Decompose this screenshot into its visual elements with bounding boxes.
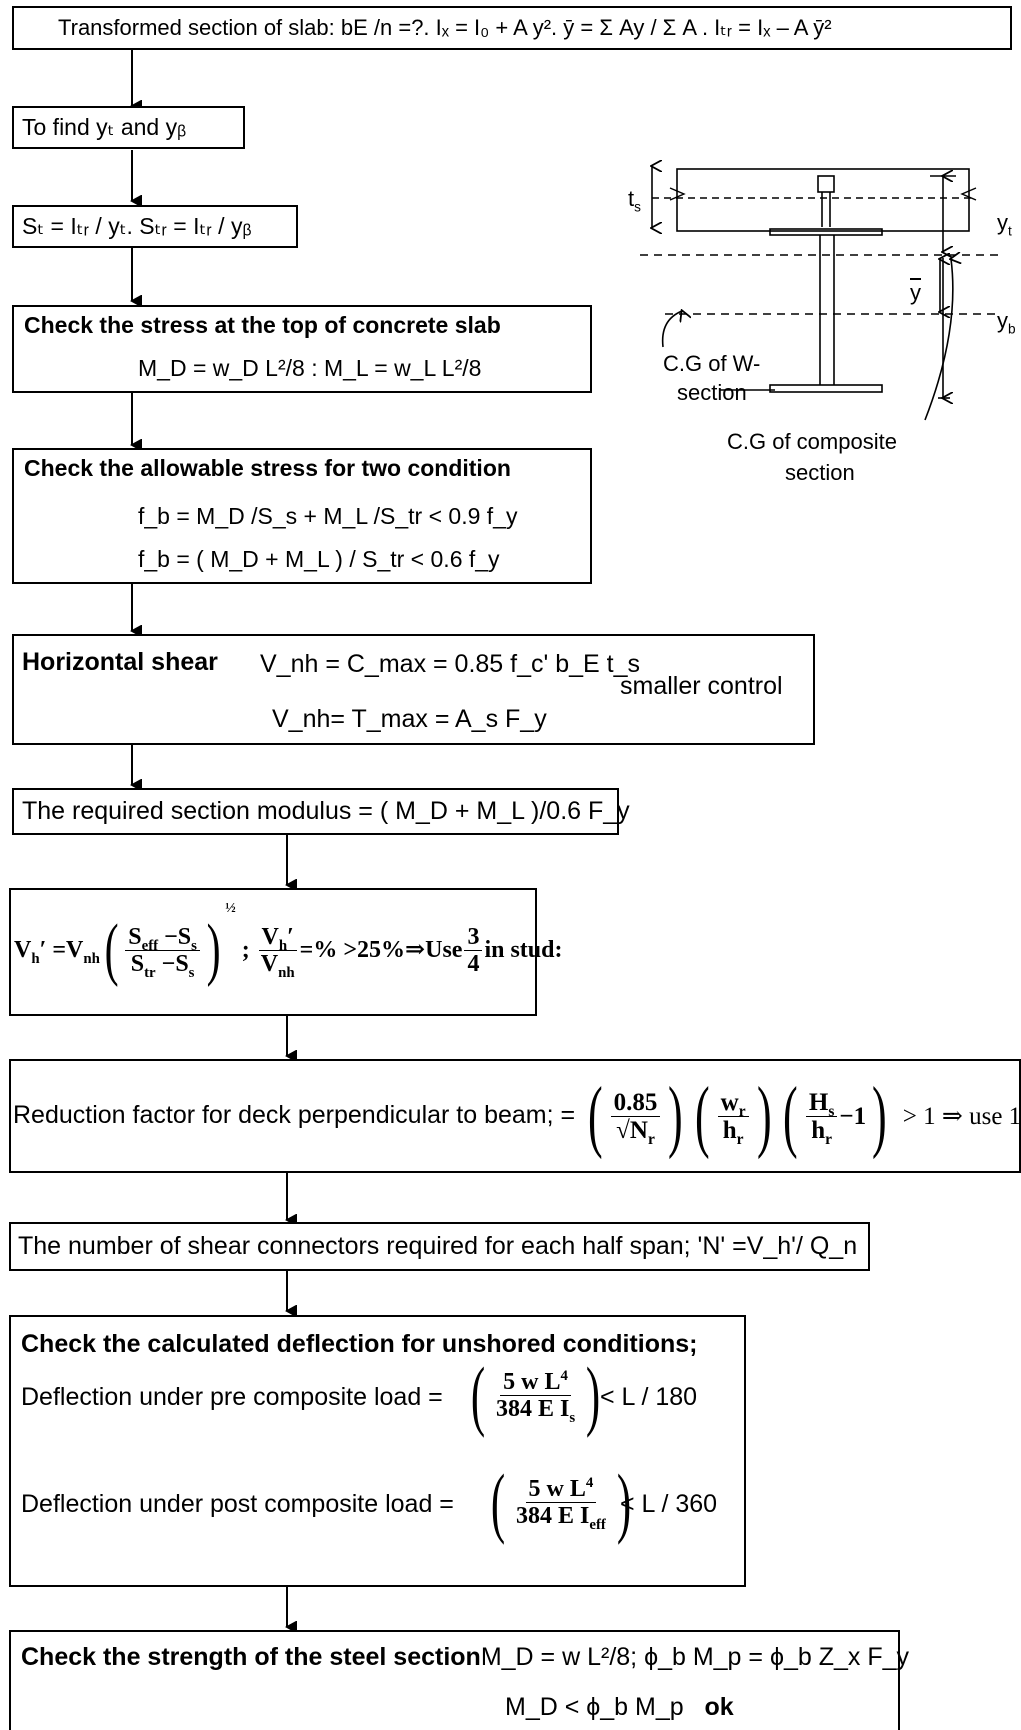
reduction-factor-tail: > 1 ⇒ use 1: [902, 1102, 1021, 1130]
step-steel-strength-title: Check the strength of the steel sectionM…: [21, 1643, 910, 1671]
flow-arrows: [132, 48, 287, 1627]
stud-text: in stud:: [484, 937, 563, 963]
step-horizontal-shear-line2: V_nh= T_max = A_s F_y: [272, 705, 547, 733]
step-partial-composite: [9, 888, 537, 1016]
label-cg-w-1: C.G of W-: [663, 351, 761, 376]
leader-cg-composite: [924, 259, 953, 421]
step-horizontal-shear-title: Horizontal shear: [22, 648, 218, 676]
label-cg-composite-2: section: [785, 460, 855, 485]
step-allowable-stress-line1: f_b = M_D /S_s + M_L /S_tr < 0.9 f_y: [138, 503, 518, 529]
deflection-pre-limit: < L / 180: [600, 1383, 698, 1411]
shear-stud: [817, 175, 835, 193]
label-ts: ts: [628, 186, 641, 215]
label-cg-composite-1: C.G of composite: [727, 429, 897, 454]
step-steel-strength-check: M_D < ϕ_b M_p ok: [505, 1693, 734, 1721]
step-steel-strength: [9, 1630, 900, 1730]
label-yt: yt: [997, 210, 1012, 239]
step-horizontal-shear-line1: V_nh = C_max = 0.85 f_c' b_E t_s: [260, 650, 641, 678]
composite-section-figure: [640, 166, 1000, 421]
step-transformed-section: [12, 6, 1012, 50]
top-flange: [769, 228, 883, 236]
label-ybar: y: [910, 280, 921, 305]
leader-cg-w: [661, 311, 682, 348]
threshold-text: =% >25%⇒Use: [299, 937, 463, 963]
step-section-modulus: [12, 205, 298, 248]
step-allowable-stress-title: Check the allowable stress for two condi…: [24, 455, 511, 481]
step-required-modulus: [12, 788, 619, 835]
deflection-pre-text: Deflection under pre composite load =: [21, 1383, 443, 1411]
step-allowable-stress-line2: f_b = ( M_D + M_L ) / S_tr < 0.6 f_y: [138, 546, 500, 572]
step-transformed-section-text: Transformed section of slab: bE /n =?. I…: [58, 15, 832, 40]
step-reduction-factor: [9, 1059, 1021, 1173]
step-deflection: [9, 1315, 746, 1587]
step-shear-connectors: [9, 1222, 870, 1271]
step-required-modulus-text: The required section modulus = ( M_D + M…: [22, 797, 630, 825]
step-check-stress-formula: M_D = w_D L²/8 : M_L = w_L L²/8: [138, 355, 482, 381]
step-horizontal-shear: [12, 634, 815, 745]
label-yb: yb: [997, 308, 1016, 337]
step-find-y-text: To find yₜ and yᵦ: [22, 114, 186, 140]
step-allowable-stress: [12, 448, 592, 584]
smaller-control-note: smaller control: [620, 672, 783, 700]
bottom-flange: [769, 384, 883, 393]
step-deflection-title: Check the calculated deflection for unsh…: [21, 1330, 698, 1358]
step-check-stress-title: Check the stress at the top of concrete …: [24, 312, 501, 338]
deflection-post-text: Deflection under post composite load =: [21, 1490, 454, 1518]
step-check-stress: [12, 305, 592, 393]
step-find-y: [12, 106, 245, 149]
concrete-slab: [676, 168, 970, 232]
deflection-post-limit: < L / 360: [620, 1490, 718, 1518]
step-shear-connectors-text: The number of shear connectors required …: [18, 1232, 858, 1260]
step-section-modulus-text: Sₜ = Iₜᵣ / yₜ. Sₜᵣ = Iₜᵣ / yᵦ: [22, 213, 252, 239]
step-reduction-factor-text: Reduction factor for deck perpendicular …: [13, 1101, 576, 1129]
label-cg-w-2: section: [677, 380, 747, 405]
